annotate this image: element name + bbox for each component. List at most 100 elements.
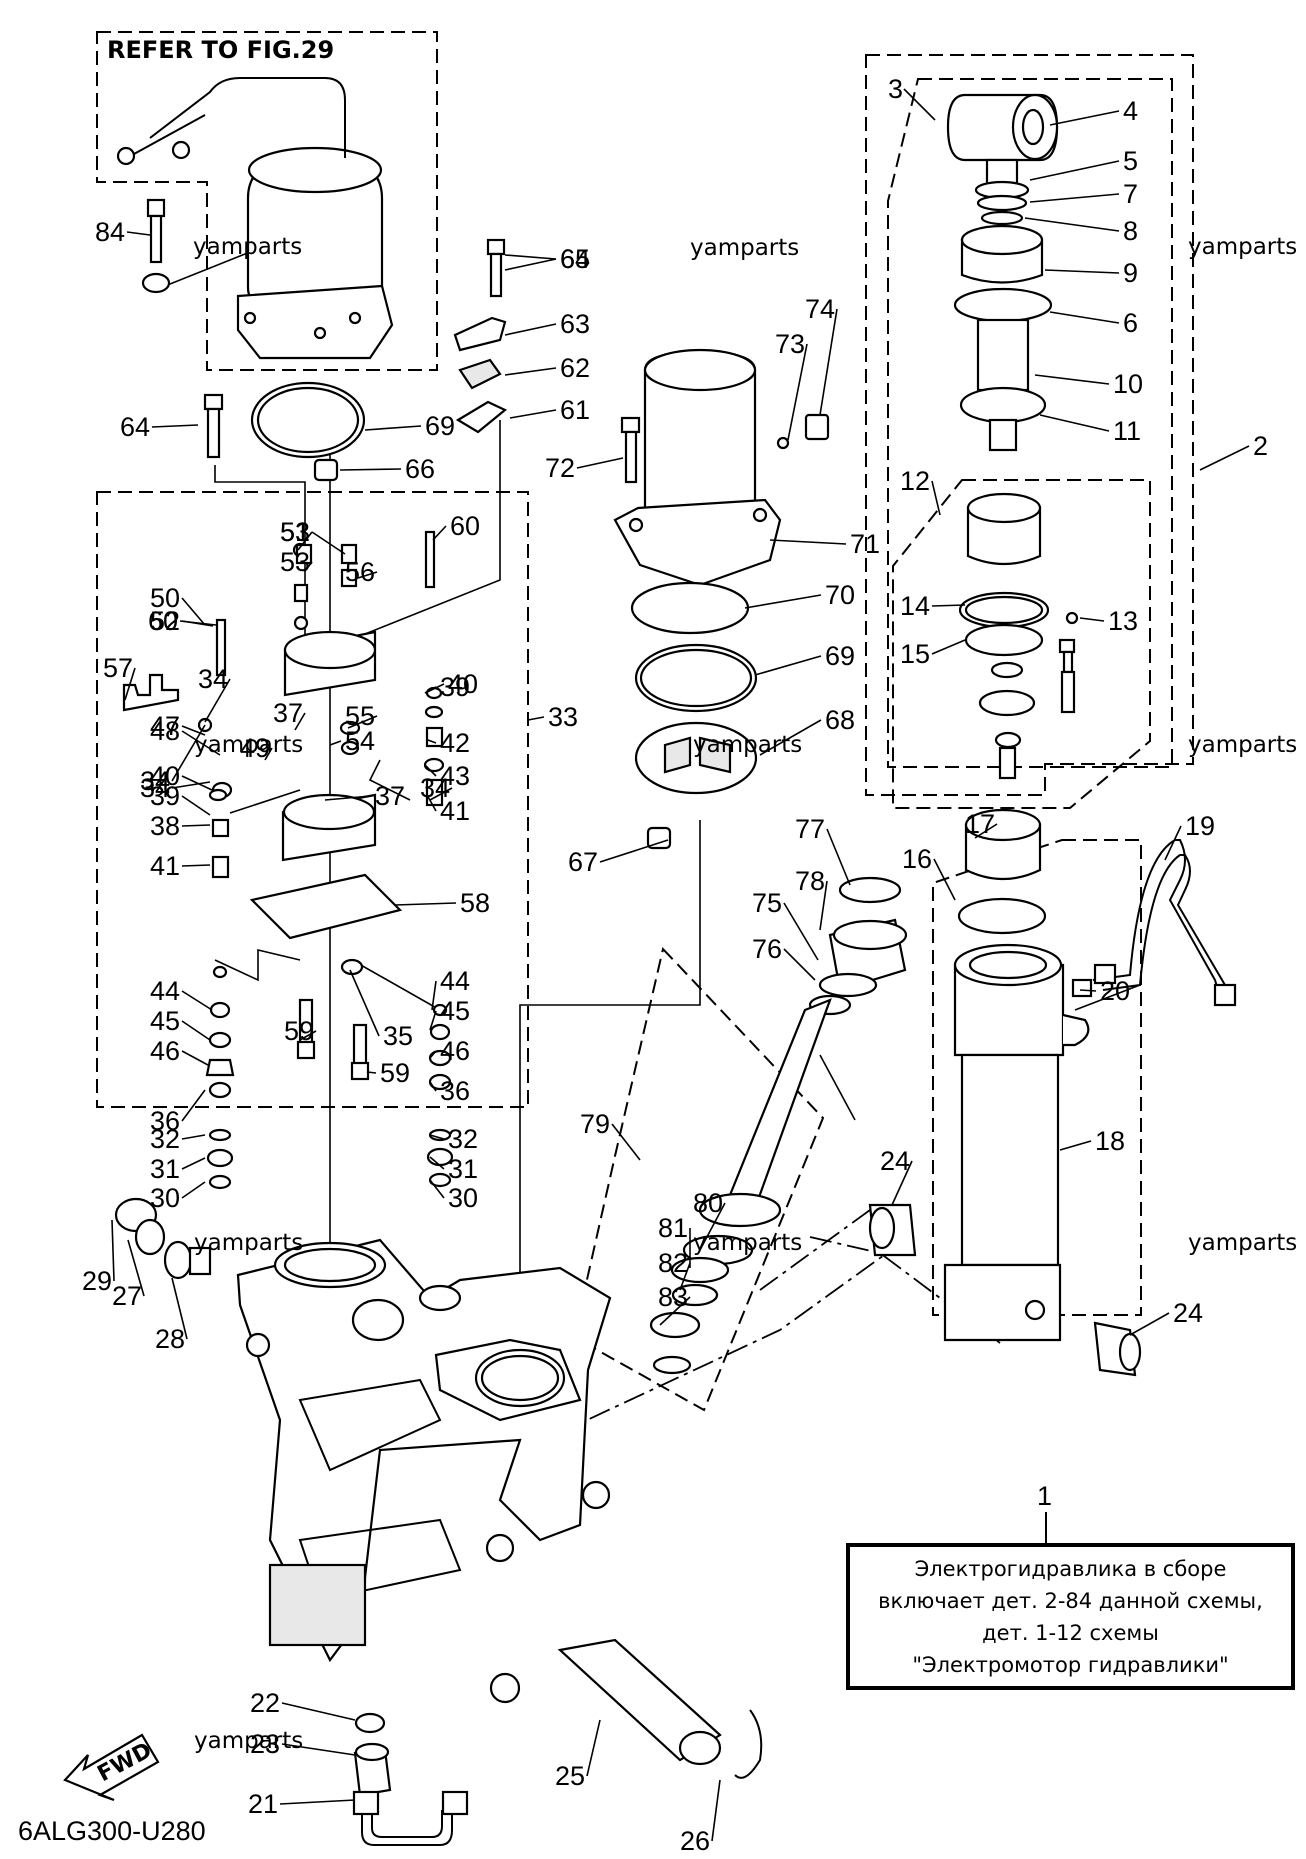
- callout-23: 23: [250, 1729, 280, 1759]
- callout-16: 16: [902, 844, 932, 874]
- callout-leader-2: [1199, 445, 1250, 471]
- callout-19: 19: [1185, 811, 1215, 841]
- callout-70: 70: [825, 580, 855, 610]
- callout-leader-45: [429, 1010, 437, 1031]
- callout-leader-58: [394, 902, 457, 906]
- watermark: yamparts: [1188, 1230, 1297, 1256]
- assembly-lines: [154, 249, 1141, 1429]
- callout-44: 44: [150, 976, 180, 1006]
- callout-79: 79: [580, 1109, 610, 1139]
- tilt-cylinder-group-box: [865, 54, 1194, 796]
- callout-27: 27: [112, 1281, 142, 1311]
- callout-6: 6: [1123, 308, 1138, 338]
- callout-leader-19: [1164, 825, 1182, 861]
- callout-leader-65: [504, 254, 557, 260]
- piston-rod-assembly: [946, 93, 1059, 452]
- pipe-19: [1071, 839, 1237, 1007]
- callout-leader-47: [181, 725, 206, 736]
- callout-leader-50: [181, 597, 206, 626]
- callout-leader-44: [181, 990, 213, 1011]
- callout-24: 24: [1173, 1298, 1203, 1328]
- callout-20: 20: [1100, 976, 1130, 1006]
- callout-11: 11: [1113, 416, 1141, 446]
- callout-leader-60: [432, 525, 447, 541]
- callout-52: 52: [150, 606, 180, 636]
- callout-leader-26: [711, 1779, 721, 1842]
- callout-leader-41: [426, 794, 437, 812]
- callout-leader-40: [424, 683, 445, 694]
- watermark: yamparts: [194, 1230, 303, 1256]
- callout-leader-23: [281, 1743, 356, 1756]
- tilt-cylinder: [868, 808, 1142, 1377]
- callout-61: 61: [560, 395, 590, 425]
- valve-group-box: [96, 491, 529, 1108]
- callout-22: 22: [250, 1688, 280, 1718]
- callout-leader-16: [933, 858, 956, 901]
- callout-leader-40: [181, 775, 213, 791]
- callout-30: 30: [448, 1183, 478, 1213]
- callout-62: 62: [560, 353, 590, 383]
- callout-leader-34: [171, 724, 206, 782]
- callout-leader-70: [744, 594, 822, 609]
- callout-leader-28: [171, 1277, 188, 1340]
- callout-leader-30: [429, 1179, 445, 1199]
- callout-64: 64: [120, 412, 150, 442]
- callout-3: 3: [888, 74, 903, 104]
- callout-65: 65: [560, 244, 590, 274]
- callout-34: 34: [198, 664, 228, 694]
- callout-74: 74: [805, 294, 835, 324]
- callout-50: 50: [150, 583, 180, 613]
- callout-75: 75: [752, 888, 782, 918]
- callout-leader-74: [819, 308, 838, 416]
- callout-leader-53: [311, 531, 346, 555]
- callout-59: 59: [380, 1058, 410, 1088]
- callout-leader-79: [611, 1123, 641, 1161]
- callout-leader-61: [509, 409, 557, 419]
- callout-leader-17: [974, 823, 998, 839]
- callout-66: 66: [405, 454, 435, 484]
- callout-leader-34: [429, 787, 453, 801]
- assembly-note-line: "Электромотор гидравлики": [912, 1652, 1229, 1677]
- callout-leader-64: [151, 424, 199, 428]
- callout-39: 39: [150, 781, 180, 811]
- callout-leader-49: [264, 747, 273, 761]
- callout-leader-42: [427, 739, 437, 744]
- valve-body: [122, 530, 454, 1190]
- callout-84: 84: [95, 217, 125, 247]
- callout-leader-84: [126, 231, 151, 236]
- callout-30: 30: [150, 1183, 180, 1213]
- callout-leader-83: [659, 1296, 691, 1326]
- callout-34: 34: [140, 773, 170, 803]
- assembly-note-line: включает дет. 2-84 данной схемы,: [878, 1588, 1263, 1613]
- callout-leader-13: [1079, 617, 1105, 622]
- callout-33: 33: [548, 702, 578, 732]
- callout-67: 67: [568, 847, 598, 877]
- callout-40: 40: [448, 669, 478, 699]
- motor-reference-box: [96, 31, 438, 371]
- callout-57: 57: [103, 653, 133, 683]
- callout-leader-48: [181, 730, 221, 756]
- watermark: yamparts: [194, 732, 303, 758]
- callout-leader-53: [304, 561, 313, 572]
- callout-leader-56: [357, 571, 378, 579]
- callout-51: 51: [280, 517, 310, 547]
- callout-leader-66: [339, 468, 402, 471]
- callout-leaders: [111, 88, 1250, 1842]
- callout-34: 34: [420, 773, 450, 803]
- callout-leader-76: [783, 948, 816, 981]
- callout-37: 37: [375, 781, 405, 811]
- callout-12: 12: [900, 466, 930, 496]
- callout-82: 82: [658, 1248, 688, 1278]
- callout-leader-3: [903, 88, 936, 121]
- callout-leader-73: [787, 343, 808, 441]
- callout-leader-35: [349, 969, 380, 1037]
- callout-17: 17: [965, 809, 995, 839]
- callout-76: 76: [752, 934, 782, 964]
- main-housing: [163, 1238, 612, 1704]
- callout-78: 78: [795, 866, 825, 896]
- callout-leader-36: [181, 1089, 206, 1122]
- callout-leader-69: [364, 425, 422, 431]
- callout-leader-57: [124, 667, 136, 701]
- callout-21: 21: [248, 1789, 278, 1819]
- callout-49: 49: [240, 733, 270, 763]
